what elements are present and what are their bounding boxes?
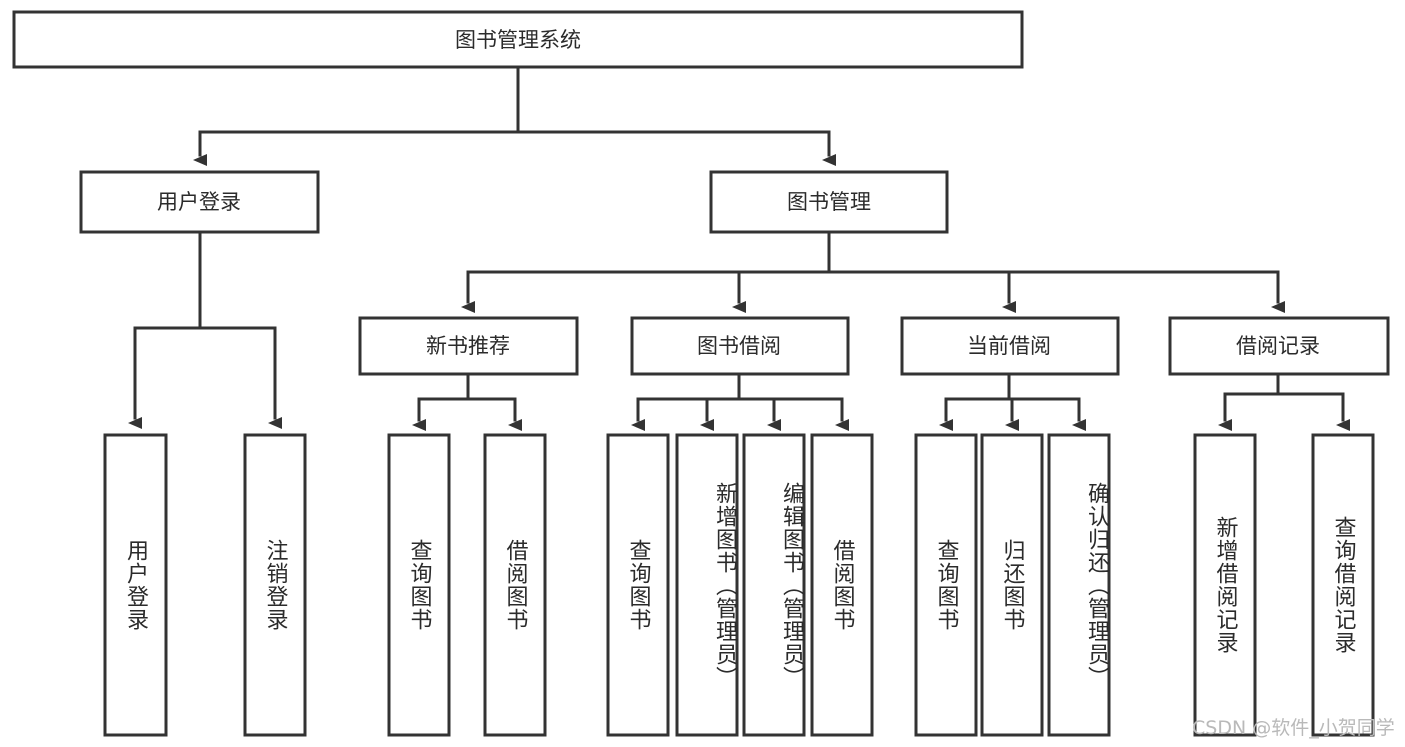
csdn-watermark: CSDN @软件_小贺同学: [1192, 717, 1395, 739]
leaf-edit-book-box[interactable]: [742, 433, 806, 737]
leaf-logout-box[interactable]: [243, 433, 307, 737]
node-new-book-recommend[interactable]: 新书推荐: [358, 316, 579, 376]
node-current-borrow-label: 当前借阅: [967, 334, 1051, 358]
node-root-box[interactable]: [12, 10, 1024, 69]
leaf-query-book-1-box[interactable]: [387, 433, 451, 737]
node-new-book-recommend-label: 新书推荐: [426, 334, 510, 358]
node-borrow-record-label: 借阅记录: [1236, 334, 1320, 358]
node-borrow-record-box[interactable]: [1168, 316, 1390, 376]
leaf-add-record-box[interactable]: [1193, 433, 1257, 737]
node-book-management[interactable]: 图书管理: [709, 170, 949, 234]
node-current-borrow[interactable]: 当前借阅: [900, 316, 1120, 376]
node-new-book-recommend-box[interactable]: [358, 316, 579, 376]
node-root-label: 图书管理系统: [455, 28, 581, 52]
node-borrow-record[interactable]: 借阅记录: [1168, 316, 1390, 376]
leaf-borrow-book-2-box[interactable]: [810, 433, 874, 737]
node-user-login-box[interactable]: [79, 170, 320, 234]
leaf-query-record-box[interactable]: [1311, 433, 1375, 737]
node-book-borrow-label: 图书借阅: [697, 334, 781, 358]
node-book-management-label: 图书管理: [787, 190, 871, 214]
node-current-borrow-box[interactable]: [900, 316, 1120, 376]
leaf-add-book-box[interactable]: [675, 433, 739, 737]
node-book-borrow[interactable]: 图书借阅: [630, 316, 850, 376]
leaf-query-book-2-box[interactable]: [606, 433, 670, 737]
node-user-login-label: 用户登录: [157, 190, 241, 214]
connector-group: [128, 65, 1350, 431]
leaf-return-book-box[interactable]: [980, 433, 1044, 737]
leaf-confirm-return-box[interactable]: [1047, 433, 1111, 737]
node-book-management-box[interactable]: [709, 170, 949, 234]
node-book-borrow-box[interactable]: [630, 316, 850, 376]
node-user-login[interactable]: 用户登录: [79, 170, 320, 234]
leaf-borrow-book-1-box[interactable]: [483, 433, 547, 737]
leaf-query-book-3-box[interactable]: [914, 433, 978, 737]
leaf-user-login-box[interactable]: [103, 433, 168, 737]
node-root[interactable]: 图书管理系统: [12, 10, 1024, 69]
